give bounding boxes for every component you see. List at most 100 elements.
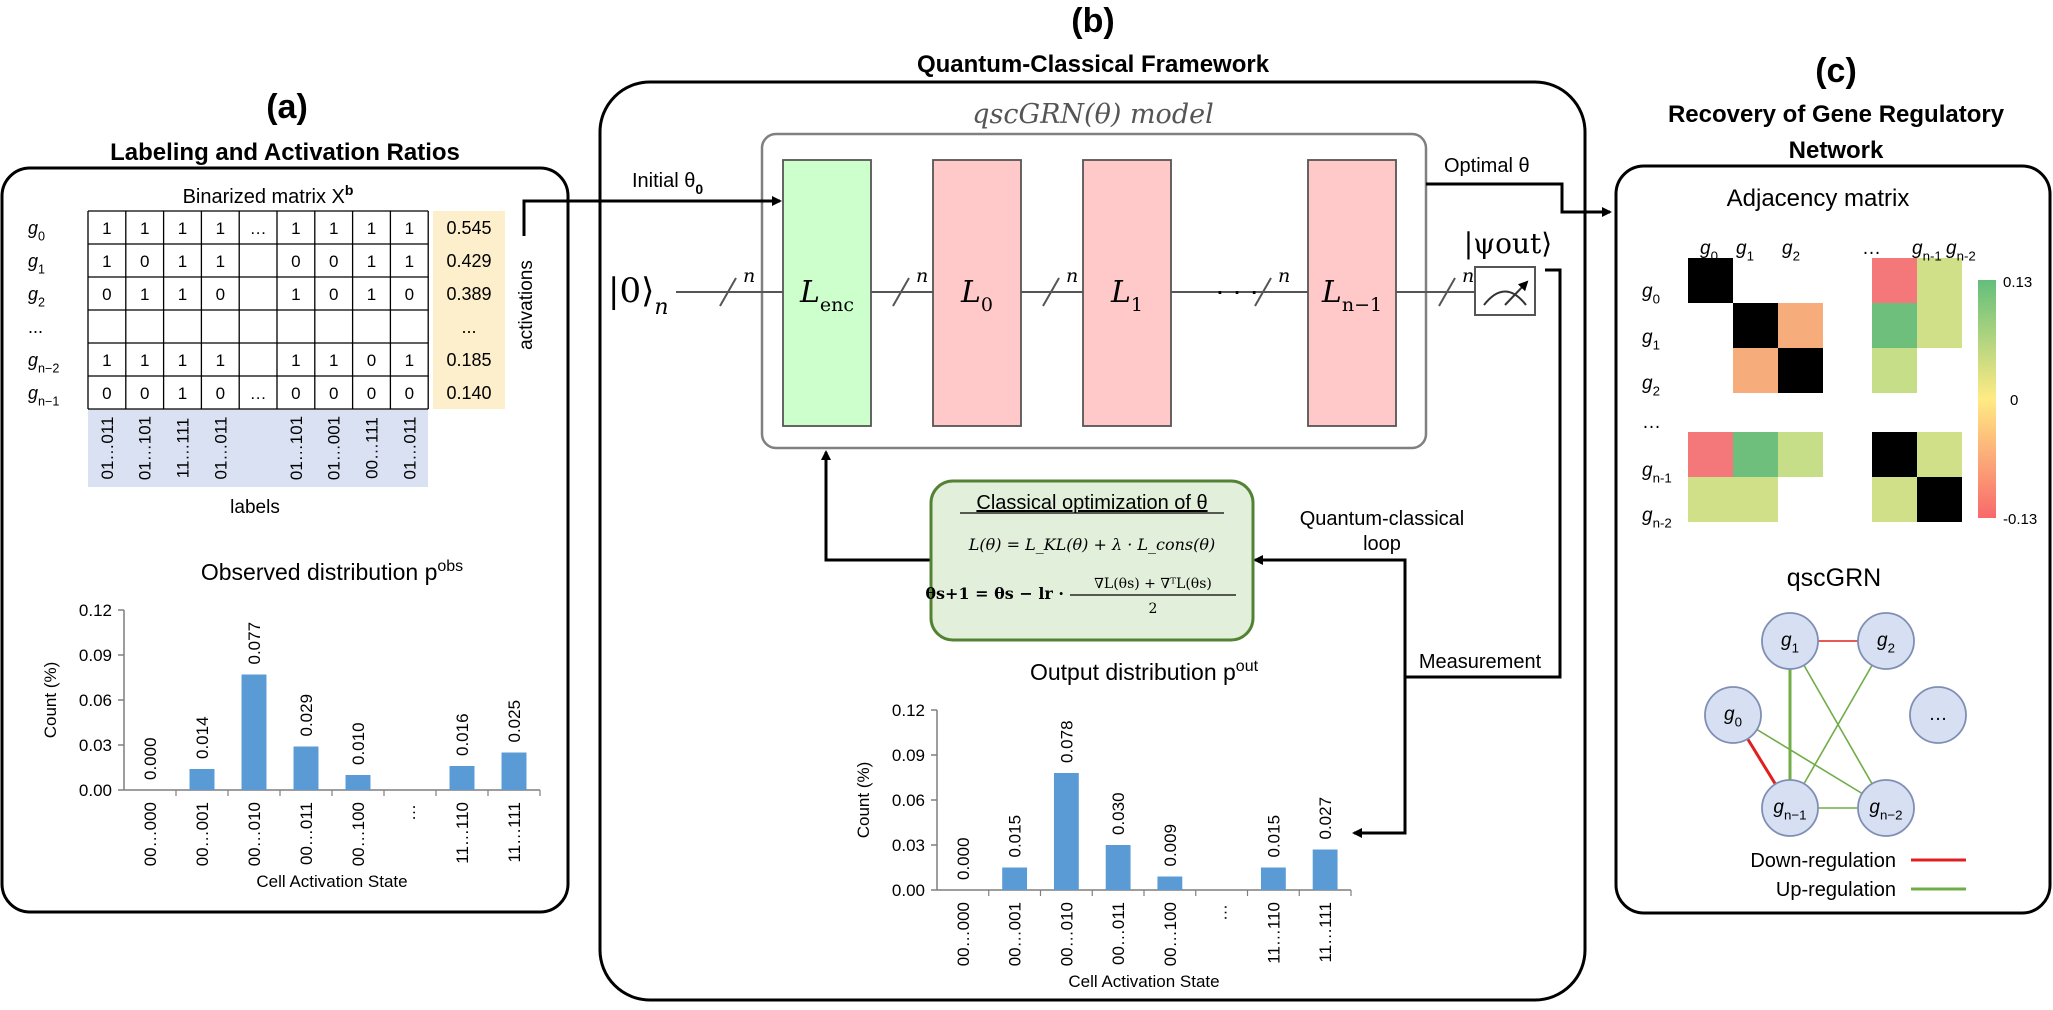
- y-tick-label: 0.03: [892, 836, 925, 855]
- bar: [1053, 773, 1079, 890]
- matrix-cell: 1: [178, 219, 187, 238]
- bar: [1002, 867, 1028, 890]
- y-axis-label: Count (%): [854, 762, 873, 839]
- x-tick-label: …: [1212, 904, 1231, 921]
- wire-n-label: n: [743, 265, 755, 287]
- y-tick-label: 0.09: [79, 646, 112, 665]
- heatmap-cell: [1917, 258, 1962, 303]
- wire-slash: [1042, 277, 1060, 307]
- labels-caption: labels: [230, 497, 280, 518]
- bar: [345, 775, 371, 790]
- panel-a: (a) Labeling and Activation Ratios Binar…: [0, 88, 570, 914]
- wire-n-label: n: [1066, 265, 1078, 287]
- layer-box-2: [1082, 159, 1172, 427]
- wire-slash: [892, 277, 910, 307]
- y-tick-label: 0.12: [892, 701, 925, 720]
- heatmap-row-label: g2: [1642, 373, 1660, 399]
- bar: [1312, 849, 1338, 890]
- matrix-title: Binarized matrix Xb: [183, 182, 354, 208]
- matrix-cell: 1: [216, 351, 225, 370]
- matrix-cell: 1: [178, 252, 187, 271]
- panel-c: (c) Recovery of Gene Regulatory Network …: [1614, 52, 2052, 915]
- bar-data-label: 0.027: [1316, 797, 1335, 840]
- matrix-cell: 0: [102, 384, 111, 403]
- chart-title: Observed distribution pobs: [201, 558, 463, 585]
- heatmap-col-label: gn-1: [1912, 238, 1942, 264]
- arrow-activations-to-model: [522, 196, 782, 236]
- column-label: 01…001: [325, 416, 344, 480]
- update-equation-lhs: θs+1 = θs − lr ·: [925, 584, 1064, 603]
- wire-slash: [1254, 277, 1272, 307]
- column-label: 01…011: [211, 416, 230, 479]
- column-label: 11…111: [174, 418, 193, 479]
- bar-data-label: 0.009: [1161, 824, 1180, 867]
- legend-up-label: Up-regulation: [1776, 879, 1896, 901]
- initial-theta-label: Initial θ0: [632, 170, 703, 197]
- matrix-cell: 0: [405, 384, 414, 403]
- matrix-row-label: gn−2: [28, 350, 59, 375]
- matrix-cell: 1: [178, 285, 187, 304]
- measurement-label: Measurement: [1419, 651, 1542, 673]
- matrix-cell: 1: [329, 351, 338, 370]
- colorbar-tick-min: -0.13: [2003, 511, 2037, 528]
- y-tick-label: 0.09: [892, 746, 925, 765]
- matrix-cell: 0: [216, 285, 225, 304]
- heatmap-cell: [1778, 303, 1823, 348]
- meter-needle: [1504, 280, 1529, 306]
- output-state: |ψout⟩: [1464, 227, 1552, 260]
- matrix-cell: 0: [405, 285, 414, 304]
- x-tick-label: 11…111: [505, 802, 524, 863]
- x-tick-label: 00…011: [297, 802, 316, 865]
- matrix-cell: …: [250, 219, 267, 238]
- matrix-cell: 1: [102, 219, 111, 238]
- heatmap-row-label: g0: [1642, 281, 1660, 307]
- wire-n-label: n: [1462, 265, 1474, 287]
- x-axis-label: Cell Activation State: [256, 872, 407, 891]
- bar: [1260, 867, 1286, 890]
- matrix-cell: 1: [291, 219, 300, 238]
- panel-c-frame: [1614, 164, 2052, 915]
- panel-b-letter: (b): [1071, 2, 1114, 40]
- bar-data-label: 0.015: [1264, 815, 1283, 858]
- matrix-cell: 0: [102, 285, 111, 304]
- matrix-cell: 1: [178, 384, 187, 403]
- network-node: [1704, 686, 1762, 744]
- heatmap-cell: [1733, 432, 1778, 477]
- network-title: qscGRN: [1787, 564, 1881, 592]
- panel-b: (b) Quantum-Classical Framework qscGRN(θ…: [522, 2, 1612, 1002]
- heatmap-cell: [1733, 348, 1778, 393]
- optimization-box: [929, 479, 1255, 642]
- heatmap-row-label: gn-2: [1642, 505, 1672, 531]
- matrix-cell: 0: [367, 351, 376, 370]
- loop-label-1: Quantum-classical: [1300, 508, 1465, 530]
- output-distribution-chart: Output distribution pout0.000.030.060.09…: [854, 658, 1352, 991]
- matrix-cell: 1: [140, 351, 149, 370]
- activation-ratio: 0.389: [446, 284, 491, 304]
- matrix-cell: 1: [329, 219, 338, 238]
- layer-box-3: [1307, 159, 1397, 427]
- layer-dots: · · ·: [1215, 275, 1259, 306]
- y-tick-label: 0.06: [79, 691, 112, 710]
- bar-data-label: 0.000: [141, 737, 160, 780]
- matrix-cell: 1: [291, 285, 300, 304]
- network-node: [1857, 779, 1915, 837]
- column-label: 01…101: [287, 416, 306, 480]
- heatmap-col-label: g2: [1782, 238, 1800, 264]
- bar-data-label: 0.025: [505, 700, 524, 743]
- network-edge: [1789, 640, 1887, 809]
- matrix-cell: 0: [140, 384, 149, 403]
- matrix-cell: 0: [329, 252, 338, 271]
- y-tick-label: 0.06: [892, 791, 925, 810]
- heatmap-col-label: gn-2: [1946, 238, 1976, 264]
- column-label: 00…111: [363, 417, 382, 479]
- matrix-cell: 0: [140, 252, 149, 271]
- x-tick-label: 00…100: [1161, 902, 1180, 966]
- network-node: [1761, 612, 1819, 670]
- bar: [1157, 876, 1183, 890]
- bar-data-label: 0.000: [954, 837, 973, 880]
- heatmap-cell: [1917, 477, 1962, 522]
- network-edge: [1732, 714, 1887, 809]
